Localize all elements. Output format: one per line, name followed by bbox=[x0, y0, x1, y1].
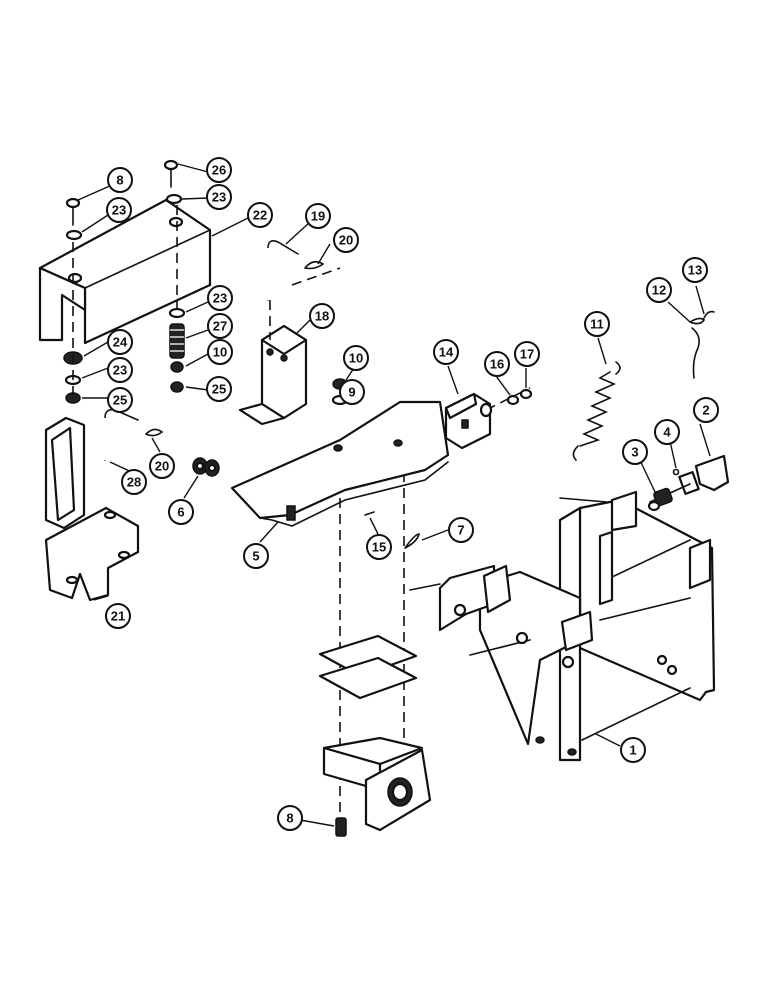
callout-19: 19 bbox=[305, 203, 331, 229]
callout-label: 23 bbox=[213, 291, 227, 306]
callout-label: 15 bbox=[372, 540, 386, 555]
callout-label: 10 bbox=[349, 351, 363, 366]
callout-4: 4 bbox=[654, 419, 680, 445]
part-18-bracket bbox=[238, 324, 308, 426]
callout-25-right: 25 bbox=[206, 376, 232, 402]
callout-6: 6 bbox=[168, 499, 194, 525]
callout-label: 25 bbox=[212, 382, 226, 397]
callout-label: 13 bbox=[688, 263, 702, 278]
callout-11: 11 bbox=[584, 311, 610, 337]
part-21-bracket bbox=[44, 416, 140, 602]
callout-23-a: 23 bbox=[106, 197, 132, 223]
callout-label: 4 bbox=[663, 425, 671, 440]
callout-20-top: 20 bbox=[333, 227, 359, 253]
callout-label: 24 bbox=[113, 335, 128, 350]
callout-22: 22 bbox=[247, 202, 273, 228]
callout-label: 28 bbox=[127, 475, 141, 490]
mount-block bbox=[322, 736, 432, 832]
callout-label: 18 bbox=[315, 309, 329, 324]
callout-label: 3 bbox=[631, 445, 638, 460]
part-5-plate bbox=[230, 400, 450, 527]
callout-12: 12 bbox=[646, 277, 672, 303]
top-bolts-and-washers bbox=[65, 159, 183, 241]
callout-label: 14 bbox=[439, 345, 454, 360]
callout-25-left: 25 bbox=[107, 387, 133, 413]
callout-20-mid: 20 bbox=[149, 453, 175, 479]
callout-label: 20 bbox=[155, 459, 169, 474]
callout-label: 23 bbox=[212, 190, 226, 205]
callout-10-left: 10 bbox=[207, 339, 233, 365]
callout-2: 2 bbox=[693, 397, 719, 423]
callout-label: 10 bbox=[213, 345, 227, 360]
callout-label: 21 bbox=[111, 609, 125, 624]
callout-label: 16 bbox=[490, 357, 504, 372]
part-14-block bbox=[444, 388, 533, 450]
callout-label: 19 bbox=[311, 209, 325, 224]
callout-label: 25 bbox=[113, 393, 127, 408]
callout-8-bottom: 8 bbox=[277, 805, 303, 831]
callout-label: 17 bbox=[520, 347, 534, 362]
callout-label: 8 bbox=[116, 173, 123, 188]
callout-24: 24 bbox=[107, 329, 133, 355]
callout-21: 21 bbox=[105, 603, 131, 629]
callout-label: 23 bbox=[112, 203, 126, 218]
callout-18: 18 bbox=[309, 303, 335, 329]
callout-1: 1 bbox=[620, 737, 646, 763]
callout-label: 20 bbox=[339, 233, 353, 248]
callout-7: 7 bbox=[448, 517, 474, 543]
callout-label: 12 bbox=[652, 283, 666, 298]
part-11-spring bbox=[572, 361, 621, 461]
part-19-pin bbox=[267, 240, 325, 301]
callout-5: 5 bbox=[243, 543, 269, 569]
callout-15: 15 bbox=[366, 534, 392, 560]
callout-17: 17 bbox=[514, 341, 540, 367]
part-12-13-cable bbox=[689, 310, 715, 379]
callout-16: 16 bbox=[484, 351, 510, 377]
callout-23-c: 23 bbox=[207, 285, 233, 311]
callout-label: 27 bbox=[213, 319, 227, 334]
callout-27: 27 bbox=[207, 313, 233, 339]
callout-label: 2 bbox=[702, 403, 709, 418]
part-1-frame bbox=[409, 490, 716, 762]
spring-stack bbox=[168, 307, 186, 393]
callout-label: 22 bbox=[253, 208, 267, 223]
callout-10-right: 10 bbox=[343, 345, 369, 371]
part-22-channel-cover bbox=[38, 198, 212, 345]
bottom-bolt bbox=[335, 817, 347, 837]
callout-label: 7 bbox=[457, 523, 464, 538]
callout-28: 28 bbox=[121, 469, 147, 495]
callout-label: 23 bbox=[113, 363, 127, 378]
callout-label: 8 bbox=[286, 811, 293, 826]
callout-label: 26 bbox=[212, 163, 226, 178]
shim-plates bbox=[318, 634, 418, 700]
callout-26: 26 bbox=[206, 157, 232, 183]
small-pins-15-7 bbox=[364, 511, 421, 549]
callout-23-d: 23 bbox=[107, 357, 133, 383]
part-6-rollers bbox=[192, 457, 220, 477]
callout-14: 14 bbox=[433, 339, 459, 365]
callout-label: 1 bbox=[629, 743, 636, 758]
callout-23-b: 23 bbox=[206, 184, 232, 210]
callout-label: 5 bbox=[252, 549, 259, 564]
callout-label: 6 bbox=[177, 505, 184, 520]
callout-label: 9 bbox=[348, 385, 355, 400]
callout-label: 11 bbox=[590, 317, 604, 332]
callout-3: 3 bbox=[622, 439, 648, 465]
handle-pin-assembly bbox=[647, 454, 730, 512]
callout-13: 13 bbox=[682, 257, 708, 283]
part-28-pin bbox=[104, 408, 164, 461]
callout-9: 9 bbox=[339, 379, 365, 405]
callout-8-top: 8 bbox=[107, 167, 133, 193]
